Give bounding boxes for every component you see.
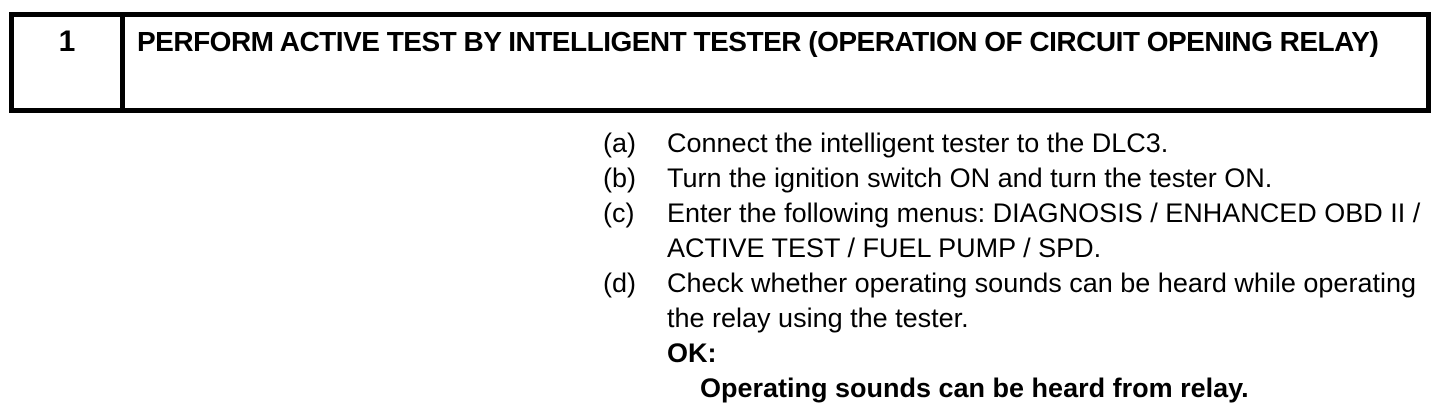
step-header-box: 1 PERFORM ACTIVE TEST BY INTELLIGENT TES…: [9, 12, 1431, 113]
ok-label: OK:: [667, 338, 717, 368]
step-text: Connect the intelligent tester to the DL…: [667, 128, 1169, 158]
step-marker: (c): [603, 198, 635, 228]
step-number: 1: [14, 17, 125, 108]
procedure-step-b: (b) Turn the ignition switch ON and turn…: [603, 161, 1440, 196]
step-text: Enter the following menus: DIAGNOSIS / E…: [667, 198, 1421, 263]
procedure-list: (a) Connect the intelligent tester to th…: [603, 126, 1440, 406]
procedure-step-c: (c) Enter the following menus: DIAGNOSIS…: [603, 196, 1440, 266]
step-marker: (a): [603, 128, 636, 158]
procedure-step-d: (d) Check whether operating sounds can b…: [603, 266, 1440, 336]
ok-result: Operating sounds can be heard from relay…: [700, 373, 1249, 403]
step-title: PERFORM ACTIVE TEST BY INTELLIGENT TESTE…: [137, 26, 1379, 57]
step-text: Check whether operating sounds can be he…: [667, 268, 1416, 333]
step-marker: (b): [603, 163, 636, 193]
procedure-step-a: (a) Connect the intelligent tester to th…: [603, 126, 1440, 161]
step-marker: (d): [603, 268, 636, 298]
step-text: Turn the ignition switch ON and turn the…: [667, 163, 1273, 193]
